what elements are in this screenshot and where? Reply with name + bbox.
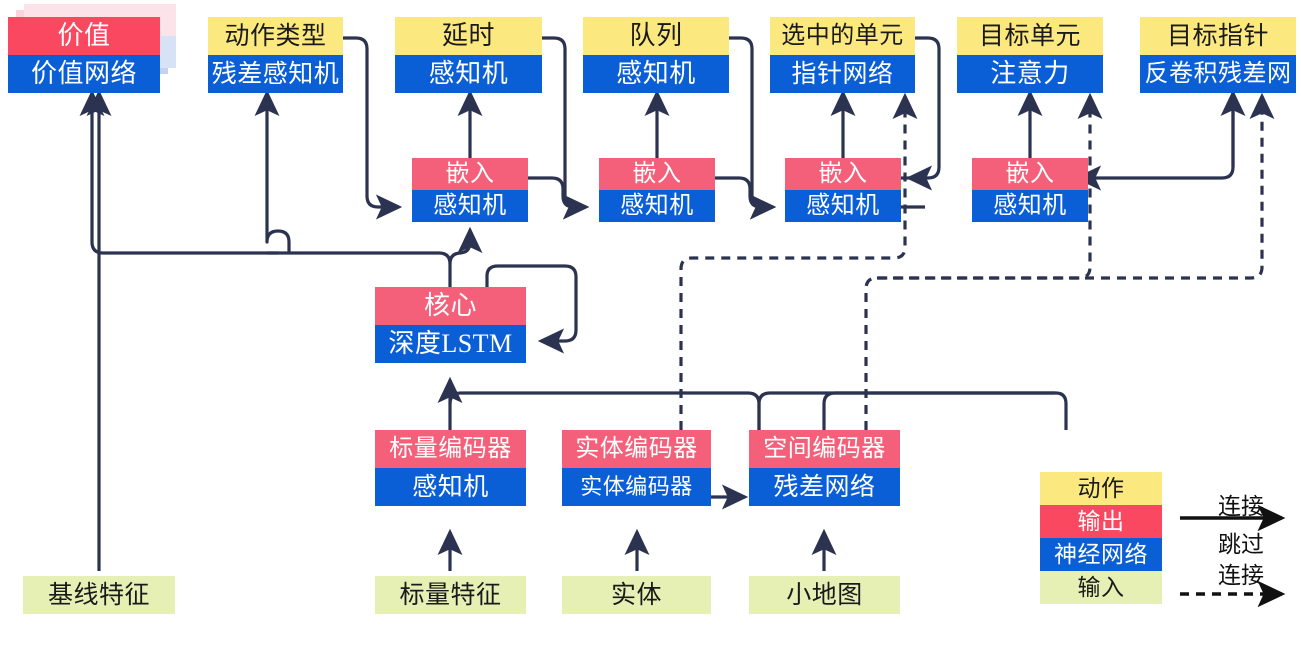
legend-swatch-action: 动作	[1040, 472, 1162, 505]
node-queue[interactable]: 队列 感知机	[583, 17, 729, 93]
node-core-body: 深度LSTM	[375, 325, 526, 363]
node-target-unit[interactable]: 目标单元 注意力	[957, 17, 1103, 93]
legend-swatch-network: 神经网络	[1040, 538, 1162, 571]
node-core-head: 核心	[375, 287, 526, 325]
node-target-pointer-head: 目标指针	[1140, 17, 1296, 55]
node-embed-2-body: 感知机	[599, 190, 715, 222]
node-embed-1-head: 嵌入	[412, 158, 528, 190]
node-selected-unit-body: 指针网络	[770, 55, 915, 93]
node-value-body: 价值网络	[8, 55, 160, 93]
node-delay-body: 感知机	[395, 55, 542, 93]
node-embed-4-body: 感知机	[972, 190, 1088, 222]
legend-swatches: 动作 输出 神经网络 输入	[1040, 472, 1162, 604]
input-scalar-features[interactable]: 标量特征	[375, 576, 526, 614]
legend-skip-label-line2: 连接	[1218, 563, 1264, 588]
node-selected-unit-head: 选中的单元	[770, 17, 915, 55]
node-target-pointer[interactable]: 目标指针 反卷积残差网	[1140, 17, 1296, 93]
node-delay-head: 延时	[395, 17, 542, 55]
node-core[interactable]: 核心 深度LSTM	[375, 287, 526, 363]
node-scalar-encoder[interactable]: 标量编码器 感知机	[375, 430, 526, 506]
node-target-pointer-body: 反卷积残差网	[1140, 55, 1296, 93]
node-spatial-encoder-body: 残差网络	[749, 468, 900, 506]
node-action-type[interactable]: 动作类型 残差感知机	[208, 17, 343, 93]
node-entity-encoder-head: 实体编码器	[562, 430, 711, 468]
node-scalar-encoder-head: 标量编码器	[375, 430, 526, 468]
input-entities-label: 实体	[562, 576, 711, 614]
legend-arrow-icons	[1180, 505, 1286, 608]
legend-skip-label-line1: 跳过	[1218, 532, 1264, 557]
node-target-unit-body: 注意力	[957, 55, 1103, 93]
node-delay[interactable]: 延时 感知机	[395, 17, 542, 93]
node-entity-encoder[interactable]: 实体编码器 实体编码器	[562, 430, 711, 506]
node-embed-2-head: 嵌入	[599, 158, 715, 190]
node-embed-3[interactable]: 嵌入 感知机	[785, 158, 901, 222]
node-embed-3-body: 感知机	[785, 190, 901, 222]
node-value[interactable]: 价值 价值网络	[8, 17, 160, 93]
node-embed-2[interactable]: 嵌入 感知机	[599, 158, 715, 222]
legend-swatch-output: 输出	[1040, 505, 1162, 538]
node-embed-1[interactable]: 嵌入 感知机	[412, 158, 528, 222]
legend-connection-label: 连接	[1218, 494, 1264, 519]
node-entity-encoder-body: 实体编码器	[562, 468, 711, 506]
input-minimap-label: 小地图	[749, 576, 900, 614]
node-selected-unit[interactable]: 选中的单元 指针网络	[770, 17, 915, 93]
legend-swatch-input: 输入	[1040, 571, 1162, 604]
node-embed-3-head: 嵌入	[785, 158, 901, 190]
input-entities[interactable]: 实体	[562, 576, 711, 614]
node-embed-4-head: 嵌入	[972, 158, 1088, 190]
node-embed-4[interactable]: 嵌入 感知机	[972, 158, 1088, 222]
node-embed-1-body: 感知机	[412, 190, 528, 222]
node-action-type-head: 动作类型	[208, 17, 343, 55]
input-scalar-features-label: 标量特征	[375, 576, 526, 614]
node-queue-body: 感知机	[583, 55, 729, 93]
input-baseline-features[interactable]: 基线特征	[23, 576, 175, 614]
node-action-type-body: 残差感知机	[208, 55, 343, 93]
input-baseline-features-label: 基线特征	[23, 576, 175, 614]
node-target-unit-head: 目标单元	[957, 17, 1103, 55]
node-queue-head: 队列	[583, 17, 729, 55]
node-scalar-encoder-body: 感知机	[375, 468, 526, 506]
node-value-head: 价值	[8, 17, 160, 55]
input-minimap[interactable]: 小地图	[749, 576, 900, 614]
node-spatial-encoder-head: 空间编码器	[749, 430, 900, 468]
node-spatial-encoder[interactable]: 空间编码器 残差网络	[749, 430, 900, 506]
